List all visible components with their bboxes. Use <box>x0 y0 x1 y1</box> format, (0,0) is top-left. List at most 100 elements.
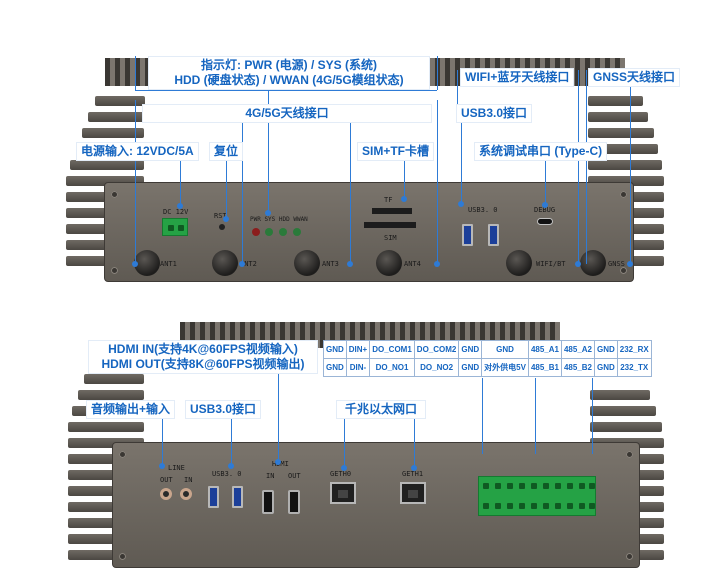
pin-cell: DIN+ <box>345 340 371 359</box>
debug-label: DEBUG <box>534 206 556 214</box>
line-sim <box>404 155 405 199</box>
io-terminal-block <box>478 476 596 516</box>
callout-ethernet: 千兆以太网口 <box>336 400 426 419</box>
line-wifi-right <box>578 70 579 264</box>
pin-cell: GND <box>323 358 347 377</box>
callout-sim-tf: SIM+TF卡槽 <box>357 142 435 161</box>
line-gnss-right <box>630 70 631 264</box>
wifi-bt-label: WIFI/BT <box>536 260 566 268</box>
hdmi-label: HDMI <box>272 460 289 468</box>
pin-cell: GND <box>458 358 483 377</box>
geth0-label: GETH0 <box>330 470 352 478</box>
line-leds <box>268 90 269 212</box>
sys-led <box>265 228 273 236</box>
ant4-connector <box>376 250 402 276</box>
tf-slot[interactable] <box>372 208 412 214</box>
callout-power-in: 电源输入: 12VDC/5A <box>76 142 199 161</box>
pin-row-2: GND DIN- DO_NO1 DO_NO2 GND 对外供电5V 485_B1… <box>323 358 652 377</box>
led-labels: PWR SYS HDD WWAN <box>250 216 308 223</box>
callout-hdmi-line1: HDMI IN(支持4K@60FPS视频输入) <box>108 342 298 356</box>
debug-typec-port[interactable] <box>537 218 553 225</box>
line-gnss-left <box>586 70 587 264</box>
dc-power-terminal <box>162 218 188 236</box>
ant3-label: ANT3 <box>322 260 339 268</box>
line-indicator-left <box>135 56 136 90</box>
line-indicator-right <box>437 56 438 90</box>
ethernet-port-geth1[interactable] <box>400 482 426 504</box>
usb-port-4[interactable] <box>232 486 243 508</box>
audio-out-label: OUT <box>160 476 173 484</box>
rst-label: RST <box>214 212 227 220</box>
pin-cell: DIN- <box>345 358 371 377</box>
line-pins-left <box>482 378 483 454</box>
line-usb-top <box>461 118 462 204</box>
pin-cell: 232_RX <box>616 340 652 359</box>
sim-slot[interactable] <box>364 222 416 228</box>
callout-cellular: 4G/5G天线接口 <box>142 104 432 123</box>
line-label: LINE <box>168 464 185 472</box>
ant1-connector <box>134 250 160 276</box>
line-reset <box>226 155 227 219</box>
callout-gnss: GNSS天线接口 <box>588 68 681 87</box>
ant2-label: ANT2 <box>240 260 257 268</box>
pwr-led <box>252 228 260 236</box>
line-indicator-base <box>135 90 437 91</box>
wifi-bt-connector <box>506 250 532 276</box>
io-pin-table: GND DIN+ DO_COM1 DO_COM2 GND GND 485_A1 … <box>323 340 652 377</box>
line-ant2 <box>242 113 243 263</box>
pin-cell: DO_COM2 <box>413 340 460 359</box>
callout-usb-top: USB3.0接口 <box>456 104 533 123</box>
geth1-label: GETH1 <box>402 470 424 478</box>
usb-port-3[interactable] <box>208 486 219 508</box>
usb-port-2[interactable] <box>488 224 499 246</box>
hdmi-out-label: OUT <box>288 472 301 480</box>
pin-cell: DO_NO1 <box>369 358 415 377</box>
line-eth-right <box>414 418 415 468</box>
hdmi-out-port[interactable] <box>288 490 300 514</box>
pin-cell: GND <box>458 340 483 359</box>
pin-cell: GND <box>594 340 618 359</box>
pin-cell: GND <box>323 340 347 359</box>
line-wifi-left <box>457 70 458 104</box>
pin-cell: DO_COM1 <box>369 340 415 359</box>
ethernet-port-geth0[interactable] <box>330 482 356 504</box>
audio-in-label: IN <box>184 476 193 484</box>
pin-cell: 485_B1 <box>527 358 562 377</box>
callout-wifi-bt: WIFI+蓝牙天线接口 <box>460 68 575 87</box>
pin-cell: 对外供电5V <box>481 358 529 377</box>
callout-debug: 系统调试串口 (Type-C) <box>474 142 608 161</box>
line-power <box>180 155 181 205</box>
hdmi-in-port[interactable] <box>262 490 274 514</box>
line-usb-bottom <box>231 418 232 466</box>
reset-button[interactable] <box>219 224 225 230</box>
callout-audio: 音频输出+输入 <box>86 400 176 419</box>
callout-indicators: 指示灯: PWR (电源) / SYS (系统) HDD (硬盘状态) / WW… <box>148 56 430 90</box>
wwan-led <box>293 228 301 236</box>
line-eth-left <box>344 418 345 468</box>
audio-out-jack[interactable] <box>160 488 172 500</box>
gnss-connector <box>580 250 606 276</box>
usb-label-bottom: USB3. 0 <box>212 470 242 478</box>
dc-label: DC 12V <box>163 208 189 216</box>
callout-reset: 复位 <box>209 142 244 161</box>
ant2-connector <box>212 250 238 276</box>
pin-cell: GND <box>594 358 618 377</box>
usb-port-1[interactable] <box>462 224 473 246</box>
line-cellular-right <box>437 100 438 264</box>
pin-cell: 485_A2 <box>560 340 596 359</box>
callout-hdmi: HDMI IN(支持4K@60FPS视频输入) HDMI OUT(支持8K@60… <box>88 340 318 374</box>
line-pins-mid <box>535 378 536 454</box>
gnss-label: GNSS <box>608 260 625 268</box>
line-pins-right <box>592 378 593 454</box>
pin-cell: GND <box>481 340 529 359</box>
ant4-label: ANT4 <box>404 260 421 268</box>
hdmi-in-label: IN <box>266 472 275 480</box>
ant3-connector <box>294 250 320 276</box>
line-audio <box>162 418 163 466</box>
callout-indicators-line2: HDD (硬盘状态) / WWAN (4G/5G模组状态) <box>174 73 404 87</box>
line-ant3 <box>350 113 351 263</box>
hdd-led <box>279 228 287 236</box>
audio-in-jack[interactable] <box>180 488 192 500</box>
pin-cell: 485_B2 <box>560 358 596 377</box>
pin-cell: 485_A1 <box>527 340 562 359</box>
